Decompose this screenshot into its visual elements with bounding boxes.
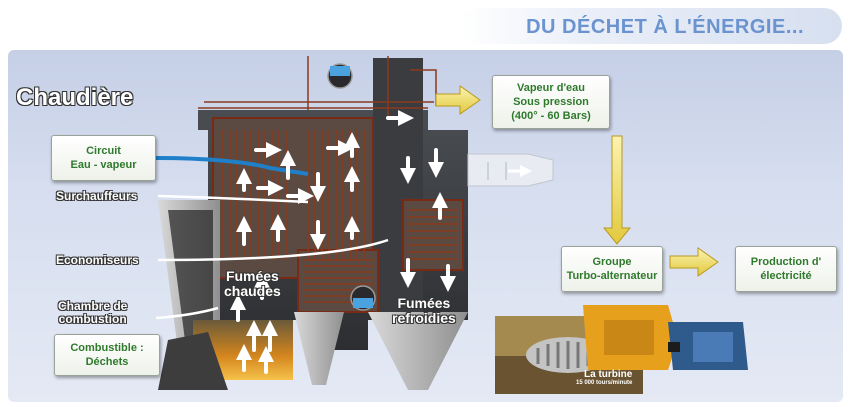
label-surchauffeurs: Surchauffeurs [56, 189, 138, 203]
label-fumees-refroidies-line2: refroidies [392, 310, 456, 326]
box-groupe-line1: Groupe [592, 256, 632, 268]
box-vapeur-line2: Sous pression [513, 96, 589, 108]
boiler-illustration [155, 56, 748, 394]
yellow-arrows [435, 85, 719, 277]
box-vapeur-eau: Vapeur d'eau Sous pression (400° - 60 Ba… [492, 75, 610, 129]
turbine-speed: 15 000 tours/minute [576, 380, 633, 386]
turbine-photo [495, 305, 748, 394]
box-production-line2: électricité [760, 270, 812, 282]
label-fumees-chaudes-line2: chaudes [224, 283, 281, 299]
box-combustible-dechets: Combustible : Déchets [54, 334, 160, 376]
box-groupe-turbo-alternateur: Groupe Turbo-alternateur [561, 246, 663, 292]
box-circuit-line2: Eau - vapeur [70, 159, 137, 171]
turbine-title: La turbine [584, 369, 633, 380]
header-banner: DU DÉCHET À L'ÉNERGIE... [460, 8, 842, 44]
turbine-caption: La turbine 15 000 tours/minute [576, 370, 632, 387]
box-circuit-eau-vapeur: Circuit Eau - vapeur [51, 135, 156, 181]
label-fumees-chaudes-line1: Fumées [225, 268, 279, 284]
label-chambre-line2: combustion [58, 312, 127, 326]
box-combustible-line2: Déchets [85, 356, 129, 368]
label-economiseurs: Economiseurs [56, 253, 139, 267]
label-fumees-chaudes: Fumées chaudes [224, 269, 281, 299]
label-chambre-line1: Chambre de [58, 299, 128, 313]
box-vapeur-line1: Vapeur d'eau [516, 82, 586, 94]
diagram-panel: Chaudière Surchauffeurs Economiseurs Cha… [8, 50, 843, 402]
box-circuit-line1: Circuit [86, 145, 121, 157]
label-chambre-combustion: Chambre de combustion [58, 300, 127, 326]
boiler-title: Chaudière [16, 84, 134, 111]
label-fumees-refroidies: Fumées refroidies [392, 296, 456, 326]
box-combustible-line1: Combustible : [70, 342, 144, 354]
box-production-electricite: Production d' électricité [735, 246, 837, 292]
label-lines [155, 194, 389, 320]
box-production-line1: Production d' [750, 256, 822, 268]
box-vapeur-line3: (400° - 60 Bars) [511, 110, 591, 122]
page-title: DU DÉCHET À L'ÉNERGIE... [526, 16, 804, 38]
flow-arrows [230, 110, 456, 374]
box-groupe-line2: Turbo-alternateur [566, 270, 658, 282]
label-fumees-refroidies-line1: Fumées [397, 295, 451, 311]
